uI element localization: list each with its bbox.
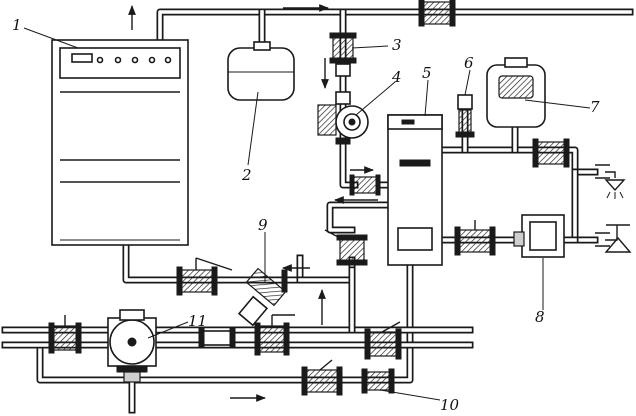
label-4: 4 [391, 68, 402, 86]
inline-valve-riser-upper [324, 229, 368, 266]
inline-valve-reducer [454, 220, 496, 256]
inline-valve-10 [301, 359, 343, 396]
inline-valve-tank-inlet [349, 174, 381, 196]
label-8: 8 [535, 308, 545, 326]
pump-mixer-11 [107, 309, 157, 383]
faucet-outlet [595, 224, 632, 253]
inline-valve-hot-outlet [532, 138, 570, 168]
strainer-filter-9 [237, 267, 288, 327]
safety-valve-6 [455, 94, 475, 138]
label-2: 2 [241, 166, 252, 184]
leader-lines [23, 27, 591, 401]
label-1: 1 [12, 16, 22, 34]
label-9: 9 [258, 216, 268, 234]
label-3: 3 [392, 36, 402, 54]
label-5: 5 [422, 64, 432, 82]
circulation-pump-4 [317, 91, 369, 145]
hydro-accumulator-7 [486, 57, 546, 128]
boiler [51, 39, 189, 246]
inline-valve-lower-mid [254, 314, 295, 356]
check-valve-3 [329, 32, 357, 77]
inline-valve-boiler-return [176, 257, 233, 296]
label-11: 11 [188, 312, 207, 330]
label-10: 10 [440, 396, 460, 414]
pressure-reducer-8 [513, 214, 565, 258]
shower-outlet [595, 164, 626, 199]
number-labels: 1 2 3 4 5 6 7 8 9 10 11 [12, 16, 600, 414]
flow-arrows [128, 4, 378, 402]
water-heater-tank [387, 114, 443, 266]
label-6: 6 [464, 54, 474, 72]
inline-valve-lower-left [48, 315, 82, 354]
inline-fitting-lower-mid [198, 327, 236, 349]
label-7: 7 [590, 98, 600, 116]
expansion-tank [227, 41, 295, 101]
inline-valve-lower-right [364, 321, 402, 360]
inline-valve-top-right [418, 0, 456, 27]
inline-fitting-10 [361, 368, 395, 394]
